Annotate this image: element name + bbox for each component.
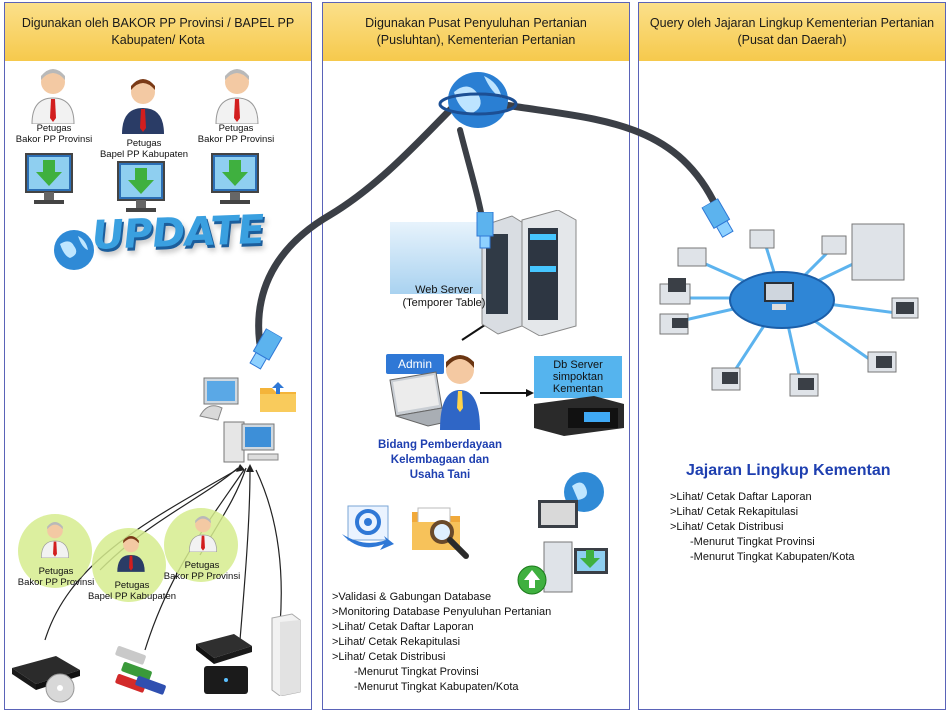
internet-globe-icon <box>438 64 518 143</box>
feature-item: >Lihat/ Cetak Distribusi <box>332 651 446 663</box>
update-logo-text: UPDATE <box>89 207 267 259</box>
download-monitor-icon <box>210 152 260 215</box>
network-plug-icon <box>239 326 287 380</box>
network-topology-diagram <box>642 218 940 433</box>
cable-to-right <box>501 101 724 219</box>
upload-folder-icon <box>258 380 298 419</box>
right-panel-header: Query oleh Jajaran Lingkup Kementerian P… <box>639 3 945 61</box>
user-avatar-3 <box>214 66 260 129</box>
usb-flash-drives-icon <box>110 644 172 707</box>
admin-laptop-icon <box>384 346 494 435</box>
user-avatar-1 <box>30 66 76 129</box>
user-avatar-6 <box>188 514 218 557</box>
user-avatar-5 <box>116 534 146 577</box>
user-avatar-4 <box>40 520 70 563</box>
globe-icon <box>52 228 96 277</box>
right-feature-list: >Lihat/ Cetak Daftar Laporan >Lihat/ Cet… <box>670 490 855 565</box>
download-monitor-icon <box>24 152 74 215</box>
nas-device-icon <box>266 612 306 701</box>
server-rack-icon <box>478 209 578 341</box>
feature-item: >Lihat/ Cetak Distribusi <box>670 521 784 533</box>
left-panel-header: Digunakan oleh BAKOR PP Provinsi / BAPEL… <box>5 3 311 61</box>
email-icon <box>340 500 396 559</box>
feature-item: -Menurut Tingkat Kabupaten/Kota <box>690 551 855 563</box>
network-computers-icon <box>514 470 612 605</box>
feature-item: >Lihat/ Cetak Rekapitulasi <box>332 636 461 648</box>
user-avatar-2 <box>120 76 166 139</box>
download-monitor-icon <box>116 160 166 223</box>
network-plug-icon <box>698 197 743 249</box>
feature-item: >Lihat/ Cetak Daftar Laporan <box>670 491 812 503</box>
admin-badge: Admin <box>386 354 445 374</box>
middle-feature-list: >Validasi & Gabungan Database >Monitorin… <box>332 590 551 695</box>
middle-panel-header: Digunakan Pusat Penyuluhan Pertanian (Pu… <box>323 3 629 61</box>
feature-item: -Menurut Tingkat Kabupaten/Kota <box>354 681 519 693</box>
cd-drive-icon <box>10 648 82 709</box>
network-plug-icon <box>474 211 496 257</box>
feature-item: >Monitoring Database Penyuluhan Pertania… <box>332 606 552 618</box>
external-hdd-icon <box>192 630 258 701</box>
feature-item: -Menurut Tingkat Provinsi <box>354 666 479 678</box>
feature-item: >Lihat/ Cetak Daftar Laporan <box>332 621 474 633</box>
feature-item: >Lihat/ Cetak Rekapitulasi <box>670 506 799 518</box>
pc-workstation-icon <box>198 376 288 476</box>
arrow-to-pc-3 <box>239 469 251 641</box>
right-panel-title: Jajaran Lingkup Kementan <box>686 462 891 479</box>
web-server-label: Web Server(Temporer Table) <box>402 284 486 309</box>
cable-to-left <box>255 101 459 360</box>
search-folder-icon <box>408 500 472 565</box>
arrow-to-pc-4 <box>255 469 282 626</box>
feature-item: >Validasi & Gabungan Database <box>332 591 492 603</box>
feature-item: -Menurut Tingkat Provinsi <box>690 536 815 548</box>
db-server-icon <box>532 394 626 441</box>
